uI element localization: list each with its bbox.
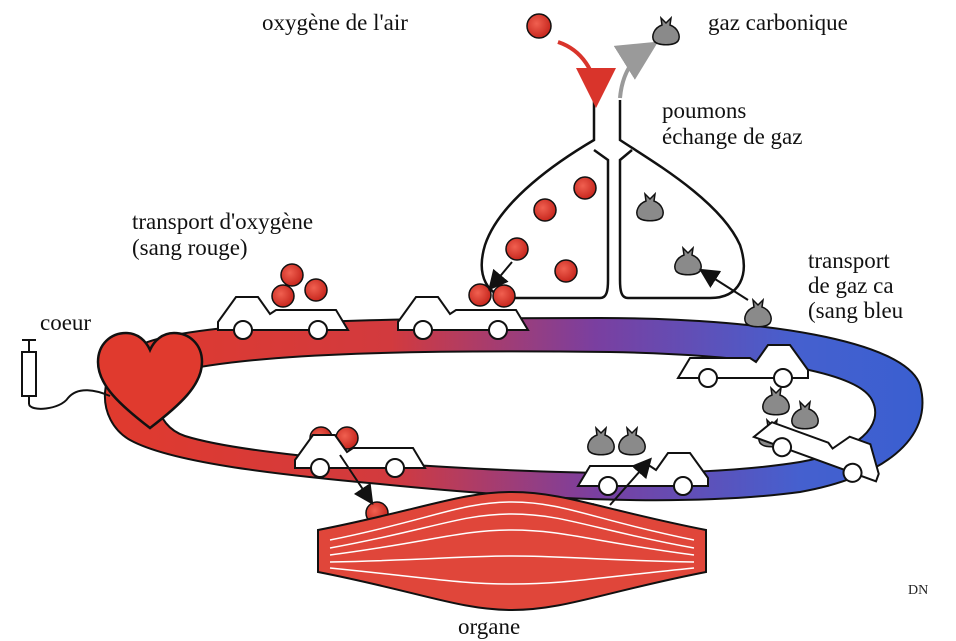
lungs-label-line1: poumons <box>662 98 746 123</box>
red-dot-icon <box>493 285 515 307</box>
co2-label: gaz carbonique <box>708 10 848 35</box>
oxygen-inflow-arrow <box>558 42 596 96</box>
co2-transport-label-line2: de gaz ca <box>808 273 894 298</box>
red-dot-icon <box>574 177 596 199</box>
red-dot-icon <box>555 260 577 282</box>
gray-sack-icon <box>675 248 701 275</box>
red-dot-icon <box>534 199 556 221</box>
gray-sack-icon <box>792 402 818 429</box>
red-dot-icon <box>272 285 294 307</box>
red-dot-icon <box>527 14 551 38</box>
co2-transport-label-line1: transport <box>808 248 890 273</box>
co2-outflow-arrow <box>620 48 648 98</box>
syringe-icon <box>22 340 110 409</box>
gray-sack-icon <box>763 388 789 415</box>
o2-transport-label-line2: (sang rouge) <box>132 235 248 260</box>
o2-transport-label-line1: transport d'oxygène <box>132 209 313 234</box>
gray-sack-icon <box>588 428 614 455</box>
gray-sack-icon <box>745 300 771 327</box>
red-dot-icon <box>506 238 528 260</box>
gray-sack-icon <box>637 194 663 221</box>
organ-label: organe <box>458 614 520 639</box>
oxygen-air-label: oxygène de l'air <box>262 10 408 35</box>
gray-sack-icon <box>653 18 679 45</box>
lungs-label-line2: échange de gaz <box>662 124 802 149</box>
red-dot-icon <box>469 284 491 306</box>
signature-label: DN <box>908 583 928 598</box>
red-dot-icon <box>281 264 303 286</box>
heart-label: coeur <box>40 310 91 335</box>
co2-transport-label-line3: (sang bleu <box>808 298 904 323</box>
red-dot-icon <box>305 279 327 301</box>
gray-sack-icon <box>619 428 645 455</box>
